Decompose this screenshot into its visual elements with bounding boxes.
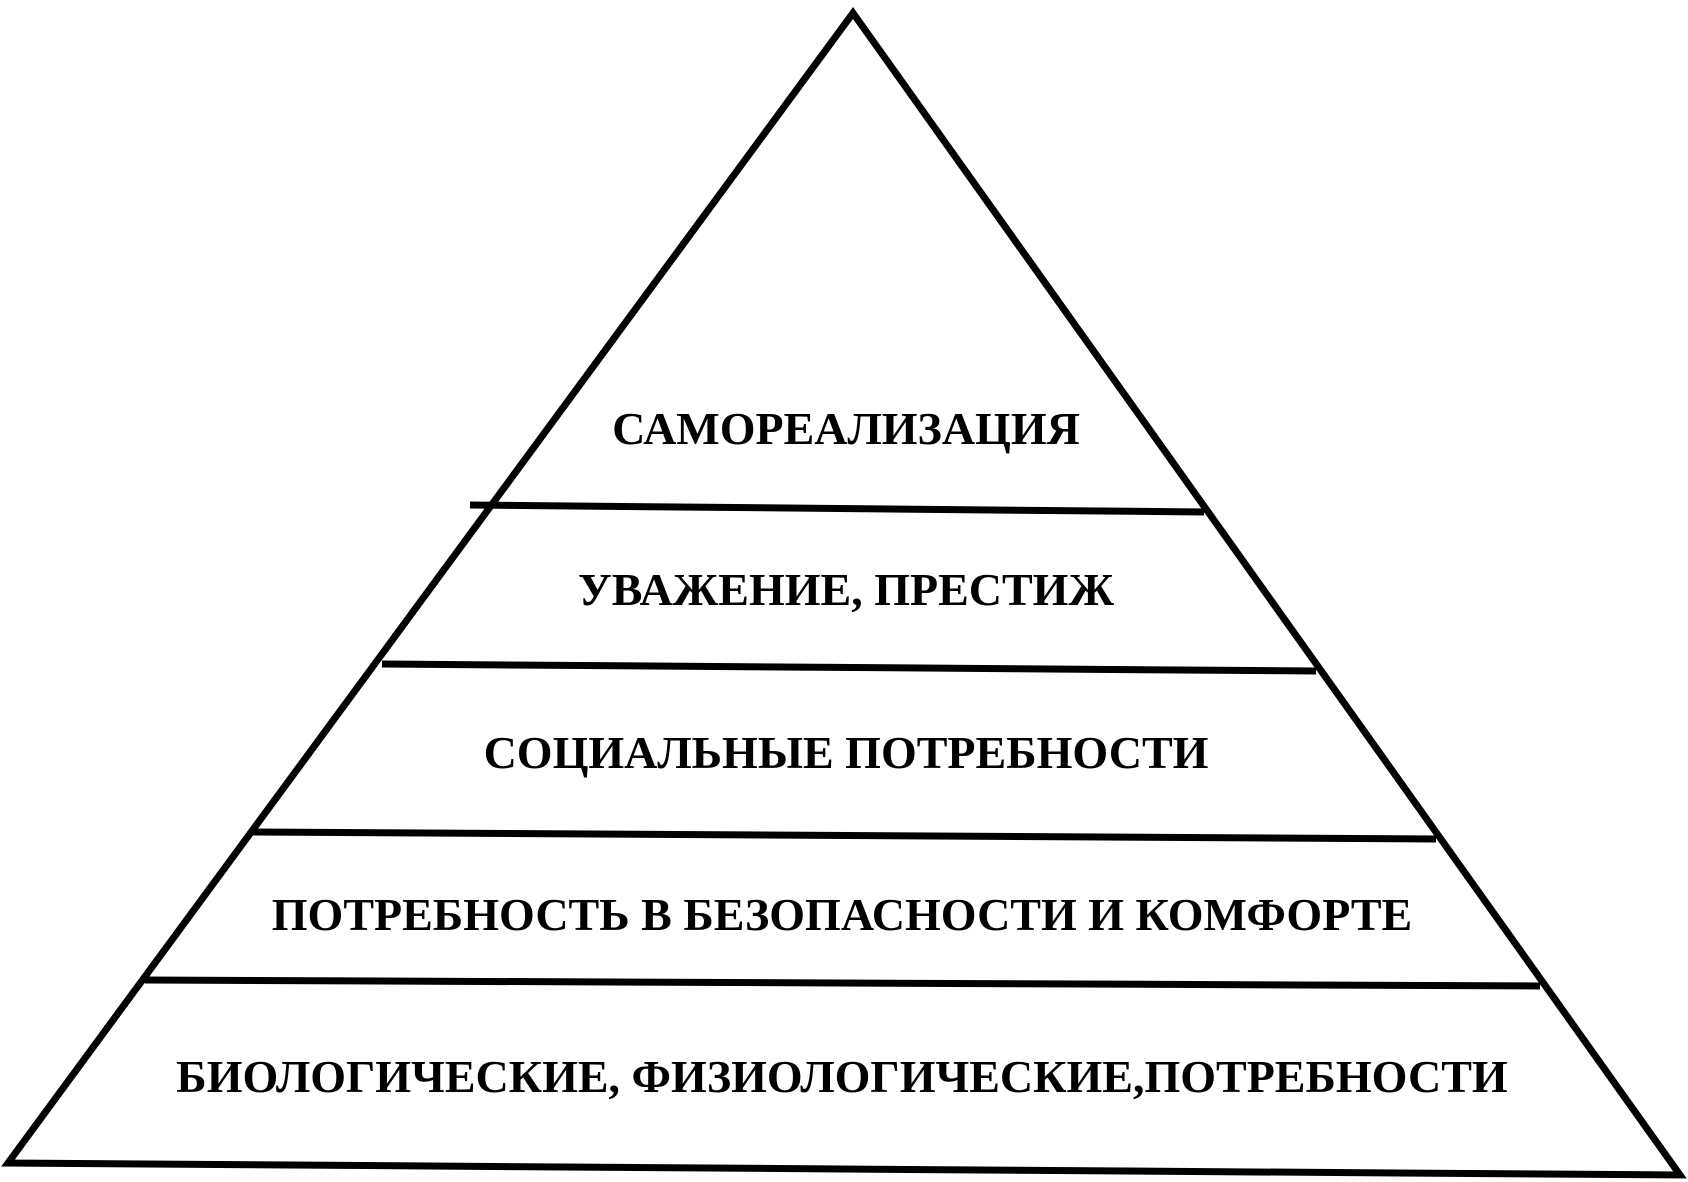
divider-line-1 bbox=[469, 501, 1205, 516]
level-label-self-actualization: САМОРЕАЛИЗАЦИЯ bbox=[612, 403, 1080, 454]
divider-line-2 bbox=[381, 660, 1317, 675]
level-label-esteem: УВАЖЕНИЕ, ПРЕСТИЖ bbox=[578, 564, 1114, 615]
divider-line-3 bbox=[251, 828, 1437, 843]
divider-line-4 bbox=[144, 976, 1541, 990]
pyramid-outline bbox=[1, 7, 1687, 1179]
level-label-safety: ПОТРЕБНОСТЬ В БЕЗОПАСНОСТИ И КОМФОРТЕ bbox=[272, 889, 1412, 940]
level-label-social: СОЦИАЛЬНЫЕ ПОТРЕБНОСТИ bbox=[484, 727, 1209, 778]
level-label-physiological: БИОЛОГИЧЕСКИЕ, ФИЗИОЛОГИЧЕСКИЕ,ПОТРЕБНОС… bbox=[176, 1051, 1508, 1102]
